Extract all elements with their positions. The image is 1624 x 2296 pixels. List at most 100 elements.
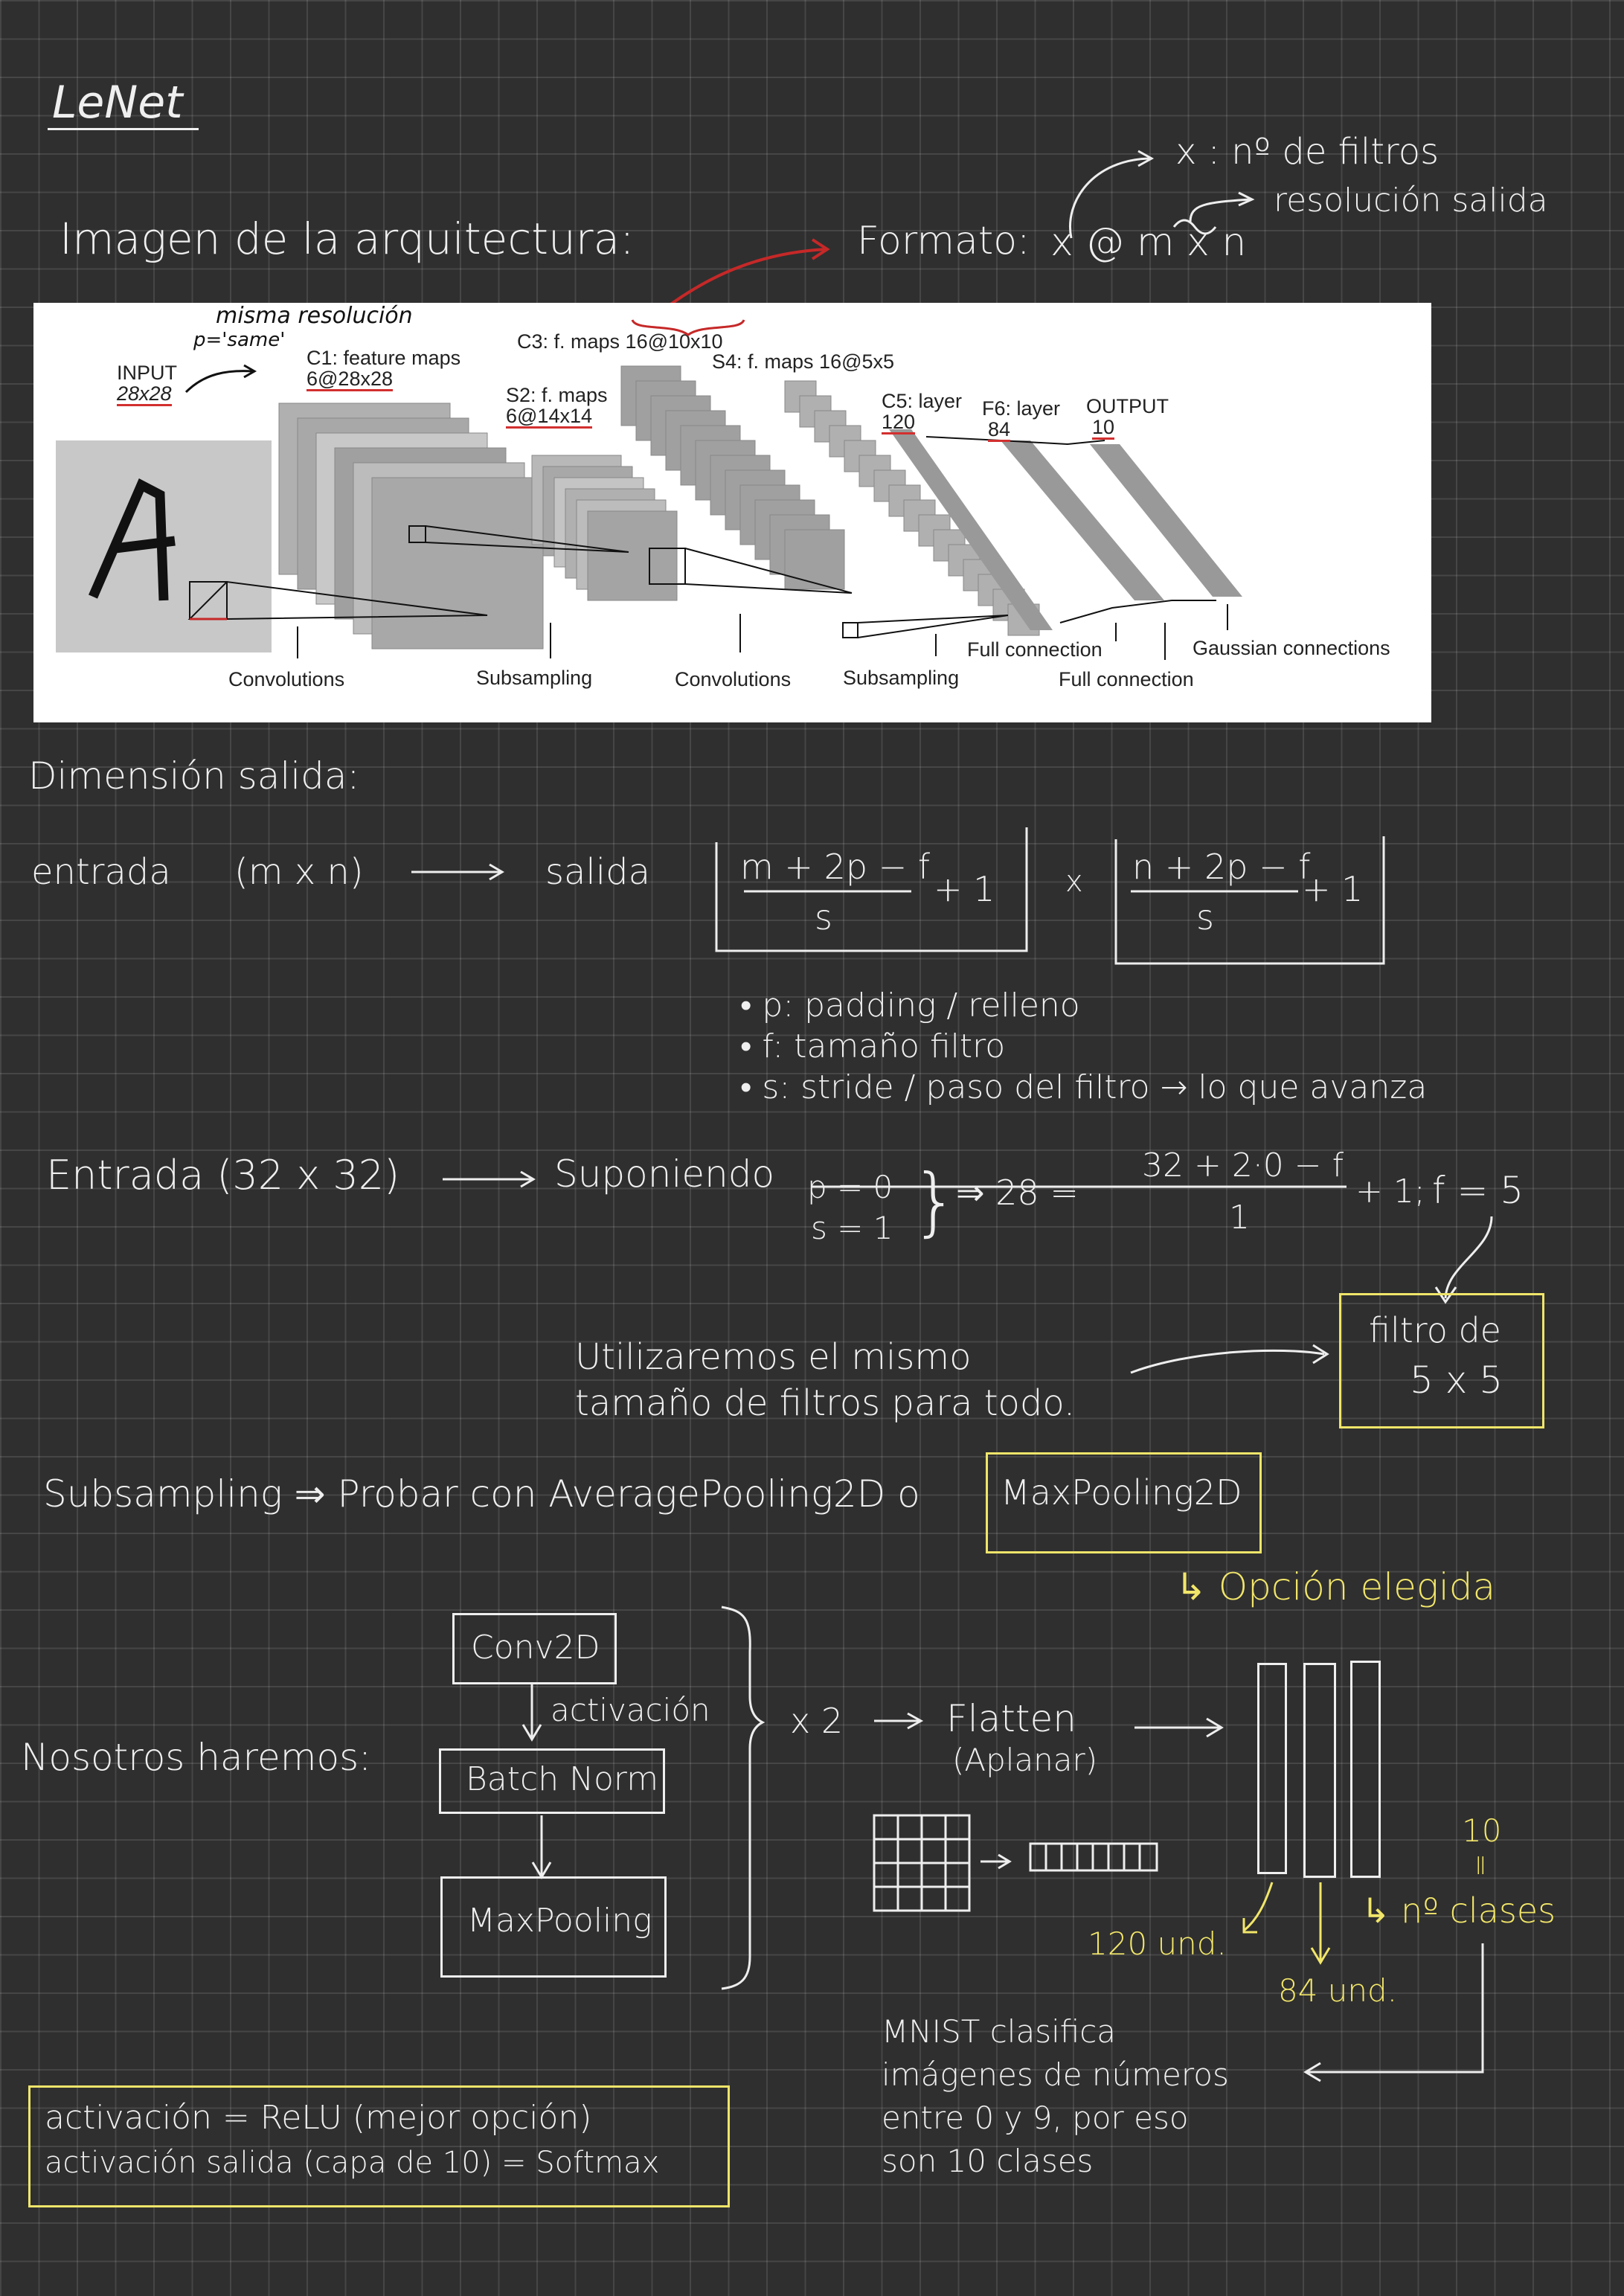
- example-f-result: f = 5: [1432, 1169, 1524, 1212]
- example-eq-left: ⇒ 28 =: [956, 1173, 1079, 1213]
- bullet-filter-text: f: tamaño filtro: [762, 1027, 1006, 1065]
- output-10-layer: [1350, 1661, 1381, 1878]
- filter-box-line1: filtro de: [1369, 1310, 1501, 1350]
- bullet-filter: • f: tamaño filtro: [740, 1027, 1006, 1065]
- x2-label: x 2: [790, 1701, 844, 1741]
- f6-label: F6: layer: [982, 397, 1061, 420]
- bottom-label-convolutions-1: Convolutions: [228, 668, 345, 690]
- activation-label: activación: [551, 1692, 710, 1728]
- c1-size: 6@28x28: [306, 368, 393, 392]
- ten-label: 10: [1462, 1812, 1502, 1849]
- den-n: s: [1196, 897, 1214, 937]
- bottom-label-subsampling-2: Subsampling: [843, 667, 960, 689]
- chosen-pooling-box: [986, 1452, 1262, 1553]
- bottom-label-full-connection-2: Full connection: [1059, 668, 1194, 690]
- format-expr: x @ m x n: [1050, 220, 1247, 265]
- same-note-2: p='same': [193, 329, 286, 351]
- activation-softmax: activación salida (capa de 10) = Softmax: [45, 2146, 660, 2180]
- format-label: Formato:: [857, 219, 1030, 263]
- filter-note-line2: tamaño de filtros para todo.: [575, 1382, 1076, 1424]
- c5-size: 120: [882, 411, 916, 435]
- mn-label: (m x n): [234, 851, 364, 893]
- ten-eq: =: [1464, 1853, 1498, 1877]
- mnist-line3: entre 0 y 9, por eso: [882, 2100, 1189, 2136]
- entrada-label: entrada: [31, 851, 171, 893]
- bullet-stride: • s: stride / paso del filtro → lo que a…: [740, 1068, 1428, 1106]
- bottom-label-full-connection-1: Full connection: [967, 638, 1103, 661]
- example-den: 1: [1229, 1199, 1250, 1237]
- example-suponiendo: Suponiendo: [554, 1152, 775, 1196]
- input-size: 28x28: [117, 383, 172, 407]
- num-n: n + 2p − f: [1132, 847, 1311, 887]
- filter-box-line2: 5 x 5: [1410, 1359, 1503, 1402]
- f-arrow: [1434, 1216, 1493, 1304]
- flatten-sub: (Aplanar): [952, 1742, 1098, 1778]
- page-title: LeNet: [52, 77, 183, 129]
- subsampling-text: Subsampling ⇒ Probar con AveragePooling2…: [43, 1472, 920, 1516]
- batchnorm-block: [439, 1748, 665, 1814]
- units-120: 120 und.: [1088, 1925, 1227, 1962]
- dense-120-layer: [1257, 1663, 1287, 1874]
- flatten-label: Flatten: [946, 1697, 1076, 1740]
- salida-label: salida: [545, 851, 650, 893]
- bottom-label-convolutions-2: Convolutions: [675, 668, 792, 690]
- example-entrada: Entrada (32 x 32): [46, 1152, 400, 1199]
- batchnorm-label: Batch Norm: [466, 1760, 659, 1798]
- format-res-note: resolución salida: [1274, 182, 1548, 219]
- flatten-illustration: [873, 1814, 1158, 1912]
- plan-heading: Nosotros haremos:: [21, 1736, 371, 1779]
- plus1-m: + 1: [934, 869, 995, 909]
- den-m: s: [815, 897, 832, 937]
- s2-size: 6@14x14: [506, 405, 592, 429]
- format-x-note: x : nº de filtros: [1175, 131, 1440, 173]
- maxpooling-block: [440, 1876, 667, 1978]
- example-num: 32 + 2·0 − f: [1142, 1147, 1344, 1184]
- conv2d-label: Conv2D: [471, 1629, 600, 1667]
- plus1-n: + 1: [1302, 869, 1364, 909]
- mnist-line2: imágenes de números: [882, 2056, 1229, 2093]
- example-p: p = 0: [807, 1169, 893, 1205]
- units-84: 84 und.: [1278, 1972, 1398, 2009]
- mnist-line4: son 10 clases: [882, 2143, 1094, 2179]
- input-label: INPUT: [117, 362, 177, 384]
- c1-label: C1: feature maps: [306, 347, 461, 369]
- same-note-1: misma resolución: [216, 303, 413, 329]
- mnist-line1: MNIST clasifica: [882, 2013, 1117, 2050]
- section-image-heading: Imagen de la arquitectura:: [60, 214, 635, 264]
- output-label: OUTPUT: [1086, 395, 1169, 417]
- lenet-architecture-image: misma resolución p='same' INPUT 28x28 C1…: [33, 303, 1431, 722]
- title-underline: [48, 128, 199, 130]
- activation-summary-box: [28, 2085, 730, 2207]
- f6-size: 84: [988, 419, 1011, 443]
- s2-label: S2: f. maps: [506, 384, 608, 406]
- example-brace: }: [911, 1158, 959, 1245]
- activation-relu: activación = ReLU (mejor opción): [45, 2099, 592, 2137]
- bullet-padding-text: p: padding / relleno: [762, 987, 1080, 1024]
- example-eq-right: + 1;: [1355, 1173, 1425, 1210]
- c5-label: C5: layer: [882, 390, 963, 412]
- output-size: 10: [1092, 417, 1115, 440]
- filter-arrow: [1130, 1344, 1329, 1374]
- same-arrow: [184, 364, 257, 394]
- example-arrow: [443, 1170, 536, 1188]
- conv2d-block: [452, 1613, 617, 1684]
- dimension-heading: Dimensión salida:: [28, 754, 360, 798]
- dense-84-layer: [1303, 1663, 1336, 1878]
- num-m: m + 2p − f: [740, 847, 931, 887]
- example-s: s = 1: [811, 1210, 893, 1246]
- times-sign: x: [1065, 865, 1083, 899]
- classes-label: ↳ nº clases: [1361, 1891, 1556, 1931]
- architecture-diagram: [56, 365, 1242, 660]
- s4-label: S4: f. maps 16@5x5: [712, 350, 895, 373]
- bullet-padding: • p: padding / relleno: [740, 987, 1080, 1024]
- filter-note-line1: Utilizaremos el mismo: [575, 1336, 972, 1378]
- entrada-arrow: [411, 863, 504, 881]
- chosen-pooling-label: MaxPooling2D: [1001, 1472, 1242, 1513]
- filter-size-box: [1339, 1293, 1544, 1428]
- bullet-stride-text: s: stride / paso del filtro → lo que ava…: [762, 1068, 1428, 1106]
- chosen-note: ↳ Opción elegida: [1175, 1565, 1496, 1609]
- c3-red-bracket: [631, 319, 745, 336]
